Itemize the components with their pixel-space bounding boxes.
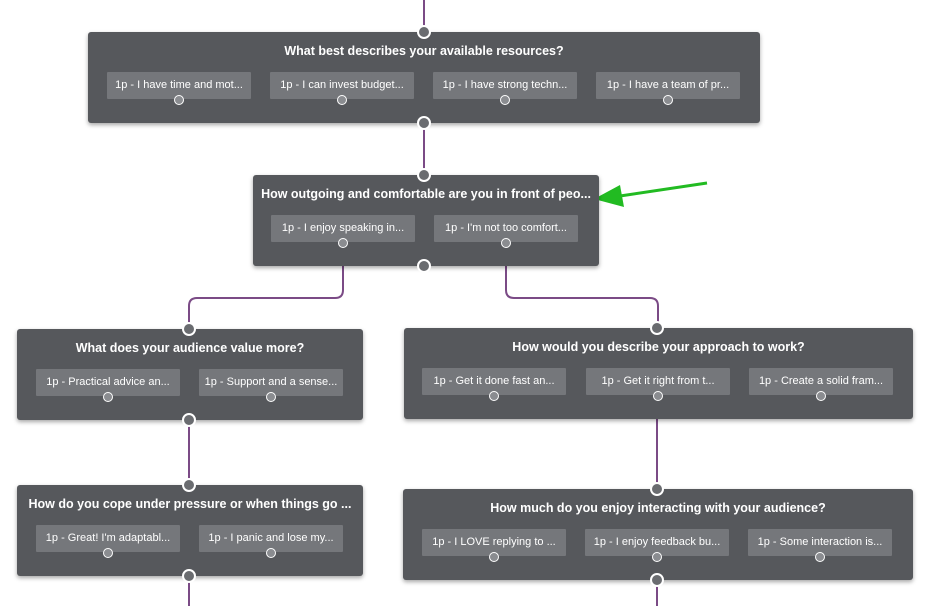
answer-option[interactable]: 1p - Some interaction is... [748, 529, 892, 562]
output-port[interactable] [103, 548, 113, 558]
answer-label: 1p - I enjoy feedback bu... [593, 536, 721, 548]
answer-label: 1p - I have time and mot... [115, 79, 243, 91]
output-port[interactable] [653, 391, 663, 401]
question-title: How would you describe your approach to … [512, 340, 805, 354]
input-port[interactable] [182, 478, 196, 492]
question-node-resources[interactable]: What best describes your available resou… [88, 25, 760, 130]
connector-outgoing-to-approach [505, 243, 659, 328]
input-port[interactable] [182, 322, 196, 336]
answer-label: 1p - I have a team of pr... [606, 79, 730, 91]
input-port[interactable] [417, 25, 431, 39]
answer-label: 1p - I panic and lose my... [208, 532, 334, 544]
output-port[interactable] [815, 552, 825, 562]
answer-option[interactable]: 1p - Great! I'm adaptabl... [36, 525, 180, 558]
fallback-port[interactable] [182, 569, 196, 583]
answer-option[interactable]: 1p - Create a solid fram... [749, 368, 893, 401]
question-title: What does your audience value more? [75, 341, 305, 355]
answer-option[interactable]: 1p - Get it done fast an... [422, 368, 566, 401]
answer-label: 1p - I can invest budget... [280, 79, 404, 91]
answer-option[interactable]: 1p - I have time and mot... [107, 72, 251, 105]
output-port[interactable] [489, 552, 499, 562]
answer-label: 1p - Some interaction is... [757, 536, 883, 548]
answer-label: 1p - I have strong techn... [442, 79, 568, 91]
fallback-port[interactable] [182, 413, 196, 427]
answer-label: 1p - Great! I'm adaptabl... [45, 532, 171, 544]
question-node-approach[interactable]: How would you describe your approach to … [404, 321, 913, 419]
answer-option[interactable]: 1p - I'm not too comfort... [434, 215, 578, 248]
output-port[interactable] [663, 95, 673, 105]
output-port[interactable] [338, 238, 348, 248]
input-port[interactable] [650, 321, 664, 335]
output-port[interactable] [103, 392, 113, 402]
output-port[interactable] [500, 95, 510, 105]
question-node-outgoing[interactable]: How outgoing and comfortable are you in … [253, 168, 599, 273]
output-port[interactable] [489, 391, 499, 401]
output-port[interactable] [337, 95, 347, 105]
question-title: How much do you enjoy interacting with y… [490, 501, 826, 515]
answer-label: 1p - Get it done fast an... [433, 375, 555, 387]
answer-option[interactable]: 1p - Practical advice an... [36, 369, 180, 402]
output-port[interactable] [266, 392, 276, 402]
question-title: What best describes your available resou… [284, 44, 564, 58]
input-port[interactable] [650, 482, 664, 496]
question-node-interacting[interactable]: How much do you enjoy interacting with y… [403, 482, 913, 587]
question-title: How outgoing and comfortable are you in … [261, 187, 591, 201]
fallback-port[interactable] [650, 573, 664, 587]
fallback-port[interactable] [417, 259, 431, 273]
green-annotation-arrow [594, 181, 708, 207]
answer-option[interactable]: 1p - I panic and lose my... [199, 525, 343, 558]
answer-option[interactable]: 1p - I have strong techn... [433, 72, 577, 105]
fallback-port[interactable] [417, 116, 431, 130]
answer-label: 1p - Get it right from t... [601, 375, 715, 387]
connector-outgoing-to-audience [188, 243, 344, 328]
answer-option[interactable]: 1p - I enjoy speaking in... [271, 215, 415, 248]
output-port[interactable] [266, 548, 276, 558]
output-port[interactable] [501, 238, 511, 248]
question-node-pressure[interactable]: How do you cope under pressure or when t… [17, 478, 363, 583]
question-node-audience-value[interactable]: What does your audience value more? 1p -… [17, 322, 363, 427]
answer-label: 1p - Create a solid fram... [758, 375, 884, 387]
answer-label: 1p - Support and a sense... [204, 376, 338, 388]
input-port[interactable] [417, 168, 431, 182]
answer-option[interactable]: 1p - Get it right from t... [586, 368, 730, 401]
output-port[interactable] [174, 95, 184, 105]
answer-option[interactable]: 1p - I have a team of pr... [596, 72, 740, 105]
answer-label: 1p - I LOVE replying to ... [432, 536, 556, 548]
question-title: How do you cope under pressure or when t… [28, 497, 352, 511]
output-port[interactable] [816, 391, 826, 401]
answer-label: 1p - I'm not too comfort... [445, 222, 567, 234]
answer-label: 1p - I enjoy speaking in... [281, 222, 405, 234]
answer-label: 1p - Practical advice an... [46, 376, 170, 388]
answer-option[interactable]: 1p - Support and a sense... [199, 369, 343, 402]
answer-option[interactable]: 1p - I can invest budget... [270, 72, 414, 105]
output-port[interactable] [652, 552, 662, 562]
answer-option[interactable]: 1p - I LOVE replying to ... [422, 529, 566, 562]
answer-option[interactable]: 1p - I enjoy feedback bu... [585, 529, 729, 562]
